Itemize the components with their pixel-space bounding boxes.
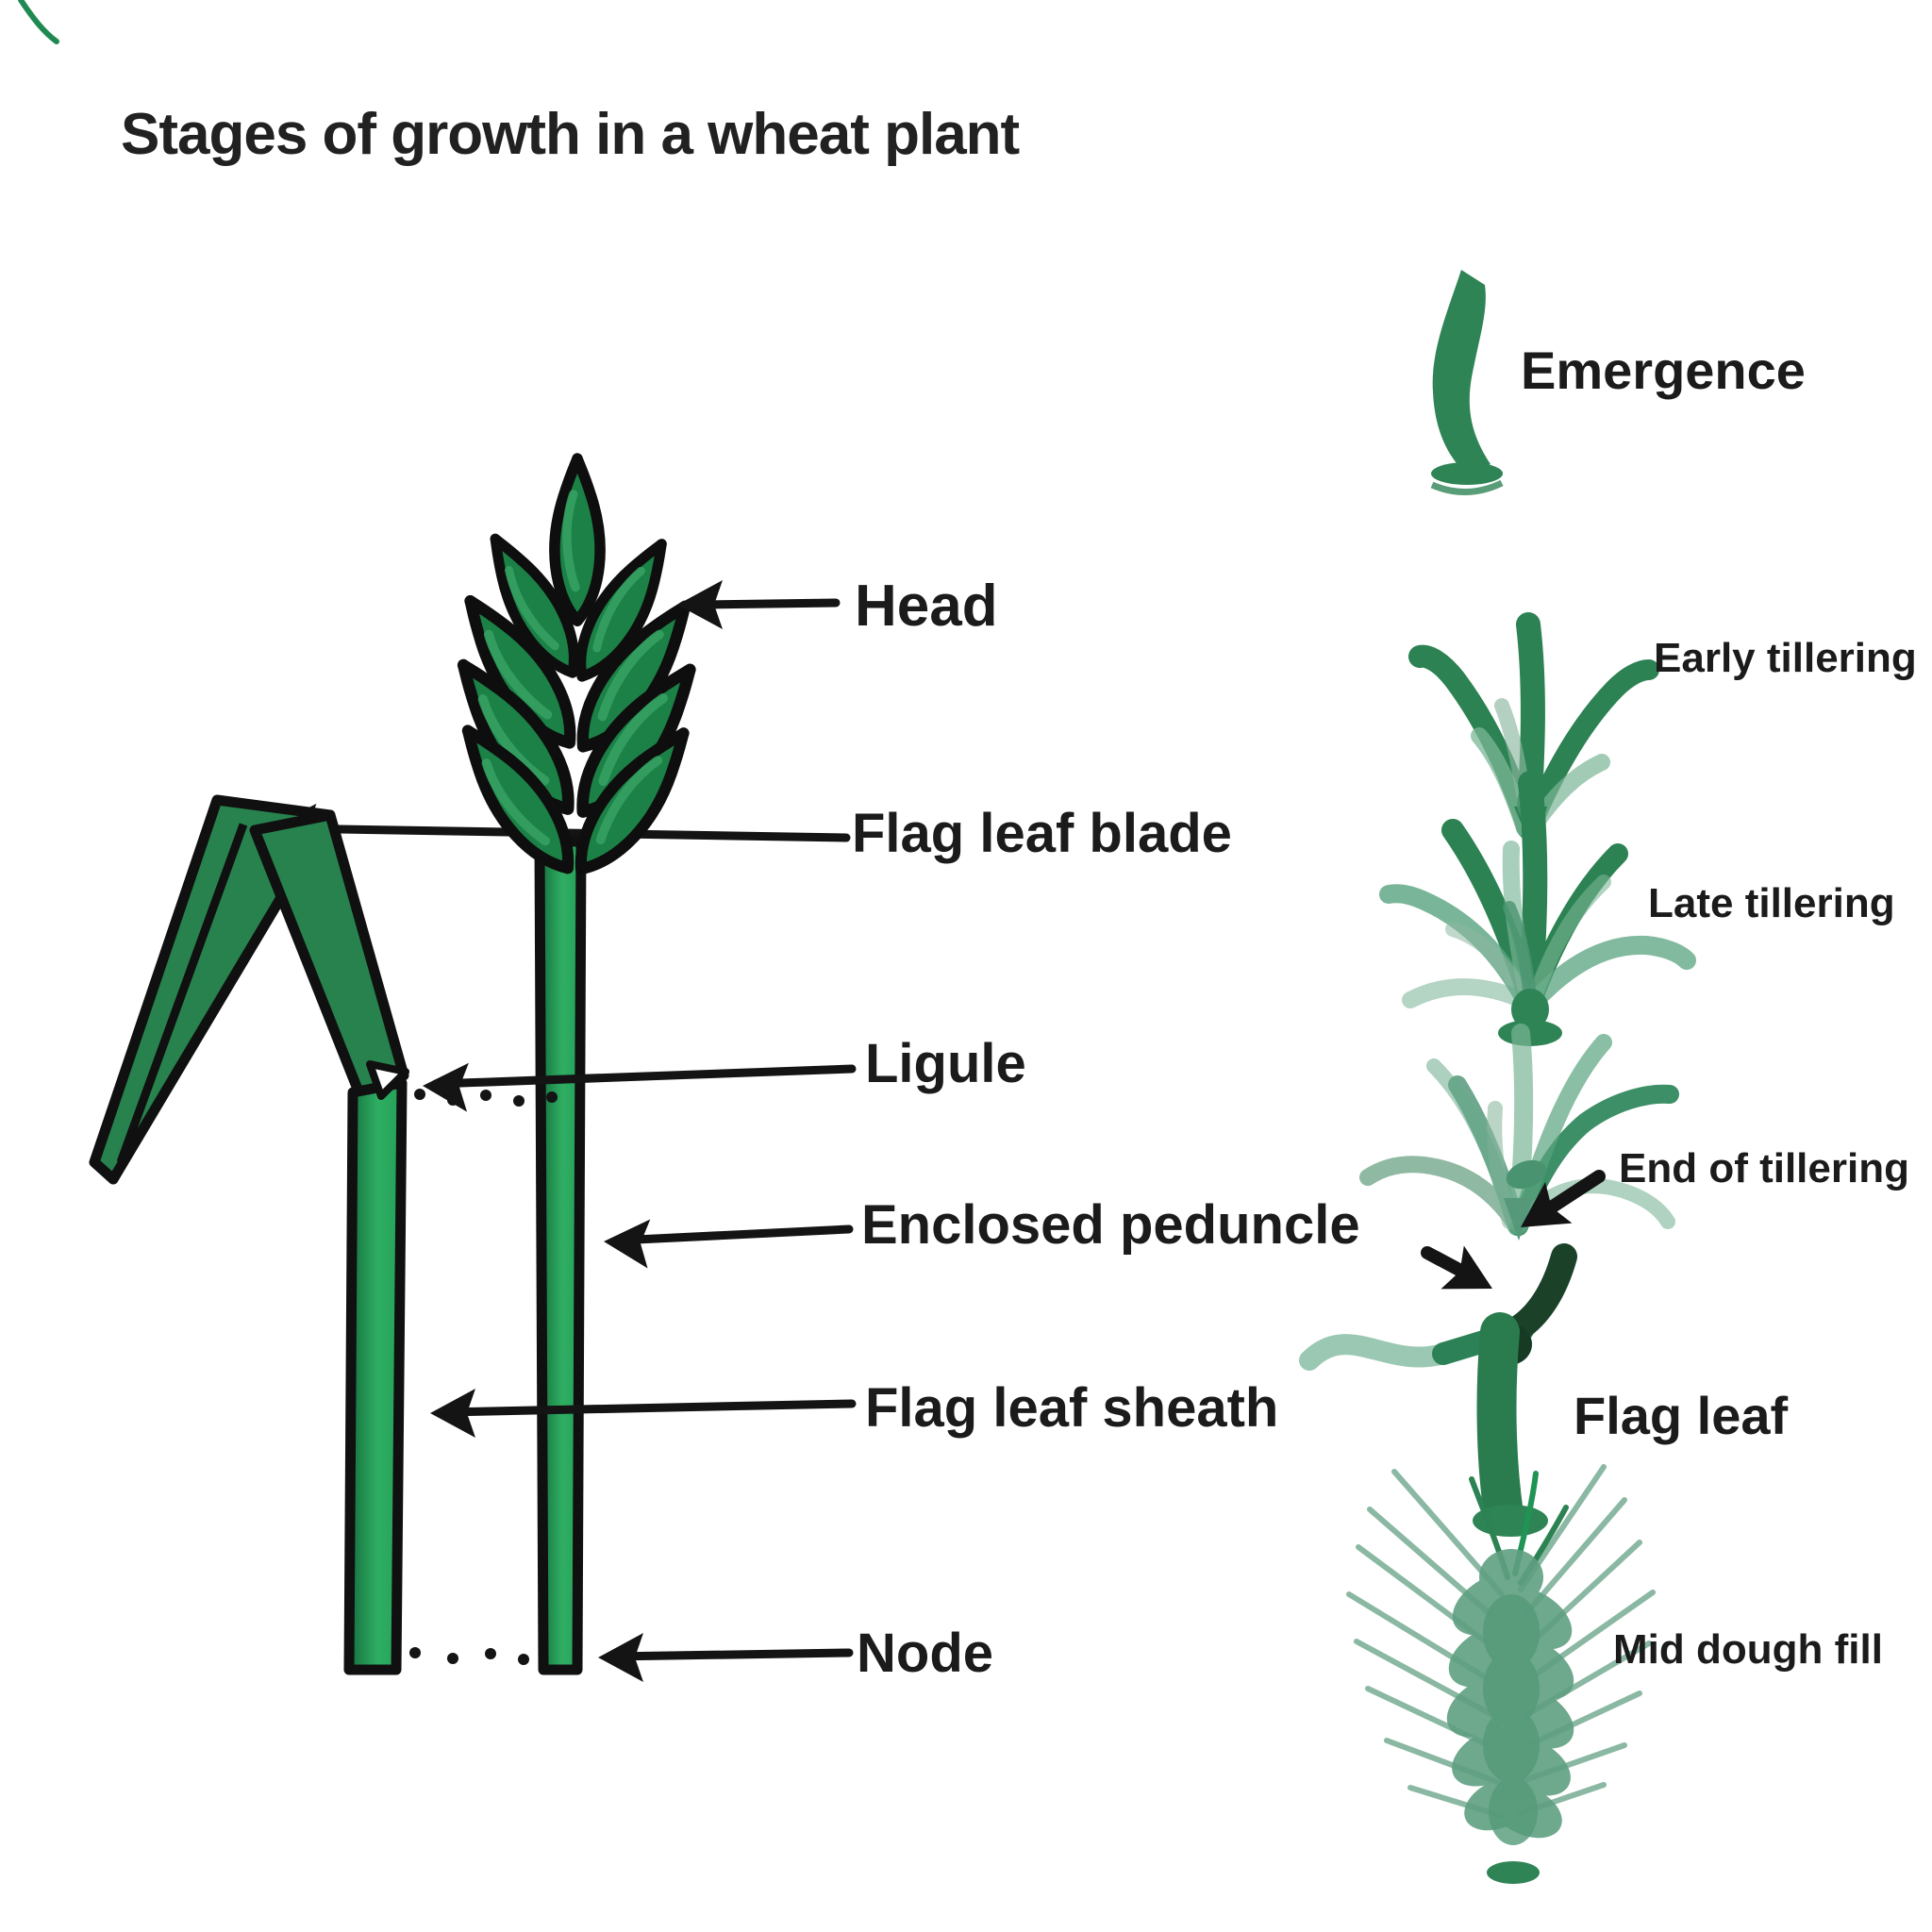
head-leaflet: [448, 717, 587, 883]
head-leaflet: [563, 592, 705, 761]
growth-stages-column: Emergence Early tillering: [1299, 270, 1917, 1884]
kernel-center-column: [1483, 1594, 1540, 1845]
flag-leaf-descending-half: [249, 809, 409, 1102]
stage-late-tillering-figure: [1379, 771, 1696, 1046]
end-of-tillering-arrow: [1507, 1170, 1606, 1248]
head-leaflet: [562, 719, 703, 883]
head-leaflet: [563, 533, 680, 688]
page-title: Stages of growth in a wheat plant: [121, 102, 1020, 167]
labeled-wheat-plant: Head Flag leaf blade Ligule Enclosed ped…: [89, 458, 1360, 1684]
label-ligule: Ligule: [865, 1033, 1026, 1094]
stage-flag-leaf-figure: [1299, 1243, 1577, 1537]
stage-label-early-tillering: Early tillering: [1654, 635, 1917, 681]
stage-end-of-tillering-figure: [1359, 1024, 1679, 1241]
label-flag-leaf-sheath: Flag leaf sheath: [865, 1377, 1278, 1439]
head-leaflet: [563, 655, 710, 826]
head-arrow: [677, 580, 841, 629]
head-leaflet: [555, 458, 600, 621]
stage-emergence-figure: [1430, 270, 1504, 496]
head-leaflet: [450, 587, 589, 757]
node-arrow: [598, 1633, 854, 1682]
wheat-head: [443, 458, 710, 883]
stage-label-emergence: Emergence: [1521, 341, 1806, 400]
label-enclosed-peduncle: Enclosed peduncle: [861, 1194, 1360, 1256]
flag-leaf-sheath-arrow: [430, 1389, 857, 1438]
ligule-arrow: [422, 1061, 857, 1112]
head-leaflet: [443, 651, 589, 824]
flag-leaf-sheath-shape: [343, 1077, 408, 1675]
corner-decoration-stroke: [18, 0, 59, 44]
flag-leaf-fold-line: [116, 823, 248, 1164]
label-head: Head: [855, 574, 998, 639]
node-dotted-line: [409, 1647, 529, 1665]
stage-label-late-tillering: Late tillering: [1648, 880, 1895, 926]
label-node: Node: [857, 1623, 993, 1684]
ligule-notch: [366, 1060, 409, 1100]
stage-mid-dough-fill-figure: [1346, 1464, 1656, 1884]
stage-label-end-of-tillering: End of tillering: [1619, 1145, 1909, 1191]
label-flag-leaf-blade: Flag leaf blade: [852, 803, 1232, 864]
head-leaflet: [476, 528, 591, 684]
peduncle-stem: [534, 836, 587, 1675]
enclosed-peduncle-arrow: [602, 1217, 854, 1269]
stage-label-flag-leaf: Flag leaf: [1574, 1386, 1789, 1445]
stage-label-mid-dough-fill: Mid dough fill: [1613, 1626, 1883, 1673]
